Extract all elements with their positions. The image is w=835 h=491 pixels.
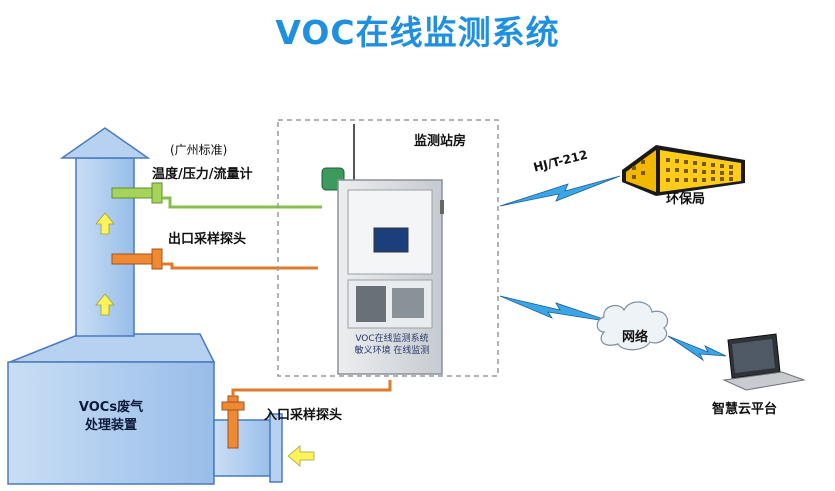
flow-meter-sensor xyxy=(111,182,322,209)
treatment-device-label-line1: VOCs废气 xyxy=(78,400,144,415)
cloud-platform-label: 智慧云平台 xyxy=(712,402,778,417)
cabinet-label-line1: VOC在线监测系统 xyxy=(355,334,429,344)
temp-pressure-flow-label: 温度/压力/流量计 xyxy=(152,167,253,182)
treatment-device-label-line2: 处理装置 xyxy=(84,418,137,433)
lightning-bolt-icon xyxy=(667,335,727,362)
guangzhou-standard-label: (广州标准) xyxy=(170,143,228,157)
outlet-probe-sensor xyxy=(111,248,318,270)
inlet-probe-label: 入口采样探头 xyxy=(264,408,343,423)
left-arrow-icon xyxy=(287,445,315,467)
lightning-bolt-icon xyxy=(499,295,613,323)
lightning-bolt-icon xyxy=(499,175,621,207)
up-arrow-icon xyxy=(95,293,115,316)
laptop-icon xyxy=(722,333,806,391)
cloud-icon xyxy=(596,301,669,351)
cabinet-label-line2: 敏义环境 在线监测 xyxy=(354,346,430,356)
inlet-pipe xyxy=(213,413,283,483)
epb-label: 环保局 xyxy=(666,192,706,207)
monitor-station-frame xyxy=(277,119,499,377)
network-label: 网络 xyxy=(622,330,649,345)
treatment-device xyxy=(7,333,216,485)
outlet-probe-label: 出口采样探头 xyxy=(168,232,247,247)
monitor-cabinet xyxy=(321,124,444,375)
inlet-probe-sensor xyxy=(221,380,392,449)
page-title: VOC在线监测系统 xyxy=(275,13,560,52)
up-arrow-icon xyxy=(95,212,115,235)
building-icon xyxy=(622,145,745,196)
monitor-station-label: 监测站房 xyxy=(414,134,467,149)
